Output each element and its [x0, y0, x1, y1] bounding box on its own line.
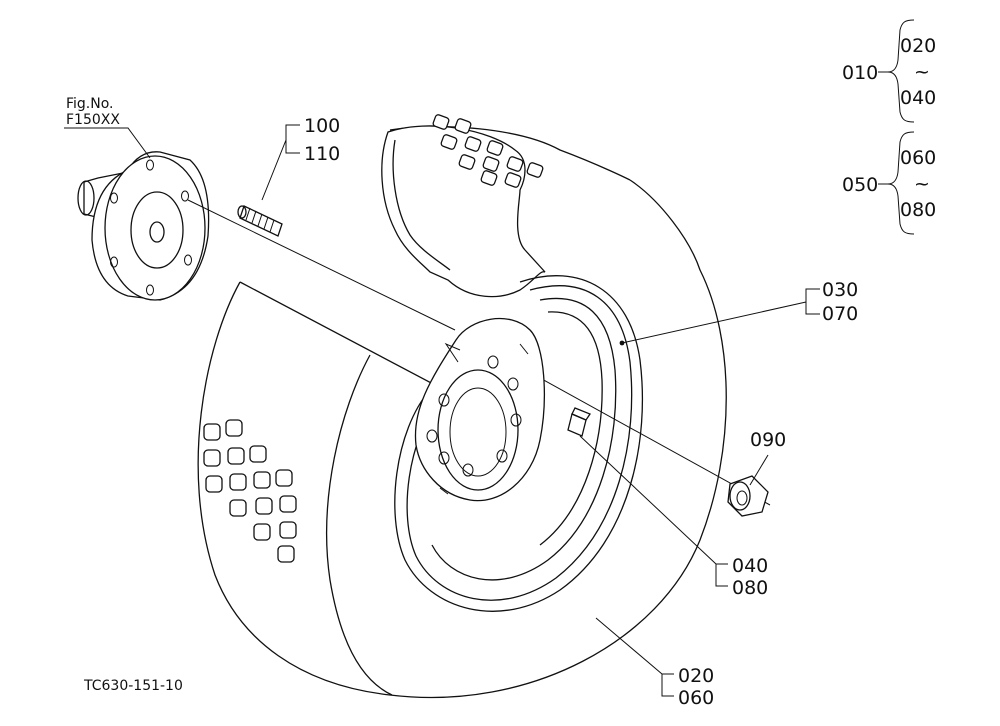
assembly-range-to: 080: [900, 199, 936, 221]
assembly-code: 050: [842, 174, 878, 196]
fig-no-label: Fig.No.: [66, 96, 114, 112]
callout-tire-a: 020: [678, 665, 714, 687]
wheel-nut: [727, 475, 769, 517]
stud-bolt: [237, 205, 283, 237]
callout-stud-b: 110: [304, 143, 340, 165]
callout-tire-b: 060: [678, 687, 714, 709]
callout-rim-b: 070: [822, 303, 858, 325]
assembly-range-tilde: ~: [914, 61, 930, 83]
callout-rim-a: 030: [822, 279, 858, 301]
tread-pattern-side: [203, 419, 297, 563]
callout-valve-b: 080: [732, 577, 768, 599]
assembly-range-to: 040: [900, 87, 936, 109]
callout-nut: 090: [750, 429, 786, 451]
tire: [197, 114, 727, 699]
callout-stud-a: 100: [304, 115, 340, 137]
rim: [394, 275, 644, 612]
leader-lines: [64, 19, 915, 697]
assembly-code: 010: [842, 62, 878, 84]
assembly-range-from: 020: [900, 35, 936, 57]
drawing-code: TC630-151-10: [83, 678, 183, 694]
hub-flange: [77, 151, 210, 301]
callout-valve-a: 040: [732, 555, 768, 577]
assembly-range-tilde: ~: [914, 173, 930, 195]
tread-pattern-top: [432, 114, 544, 188]
fig-no-value: F150XX: [66, 112, 120, 128]
assembly-range-from: 060: [900, 147, 936, 169]
valve: [567, 413, 587, 437]
